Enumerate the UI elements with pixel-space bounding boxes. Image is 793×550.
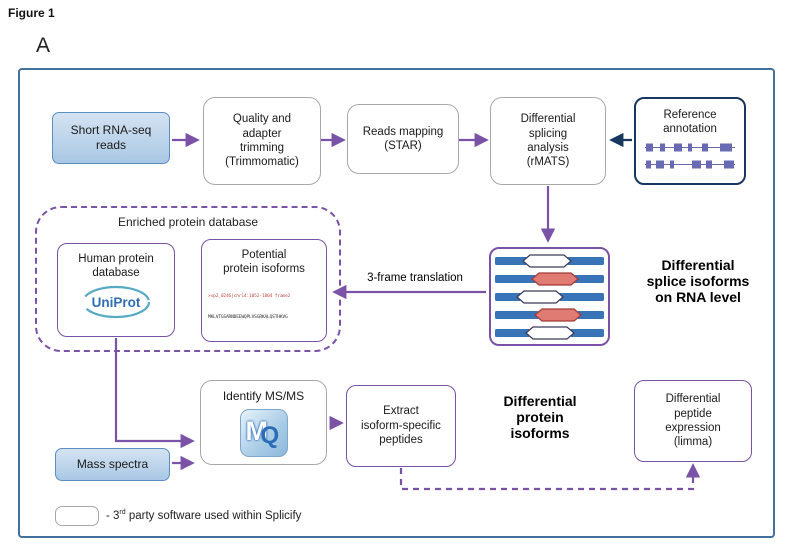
sequence-line: >sp2_0246|chr14:1052-1804 frame2 (208, 294, 291, 300)
node-identify-msms-label: Identify MS/MS (222, 389, 305, 403)
node-reads-mapping-label: Reads mapping (STAR) (362, 125, 444, 152)
legend-text-sup: rd (119, 509, 126, 516)
node-human-protein-database: Human protein database UniProt (57, 243, 175, 337)
splice-isoforms-icon (495, 254, 604, 340)
maxquant-logo-q: Q (260, 422, 280, 449)
isoform-rows (495, 254, 604, 340)
panel-a-label: A (36, 34, 51, 57)
node-mass-spectra-label: Mass spectra (76, 457, 149, 471)
gene-track-icon (645, 160, 735, 169)
node-extract-peptides: Extract isoform-specific peptides (346, 385, 456, 467)
label-three-frame-translation: 3-frame translation (367, 272, 463, 284)
node-differential-splicing: Differential splicing analysis (rMATS) (490, 97, 606, 185)
enriched-protein-database-group: Enriched protein database (35, 206, 341, 352)
node-differential-splicing-label: Differential splicing analysis (rMATS) (520, 113, 576, 169)
figure-label: Figure 1 (8, 6, 55, 20)
legend-text-rest: party software used within Splicify (125, 509, 302, 522)
maxquant-logo-m: M (245, 416, 269, 446)
node-potential-protein-isoforms-label: Potential protein isoforms (223, 249, 305, 276)
legend-text: - 3rd party software used within Splicif… (106, 509, 301, 522)
maxquant-logo-icon: M Q (239, 409, 288, 457)
node-trimming: Quality and adapter trimming (Trimmomati… (203, 97, 321, 185)
node-reads-mapping: Reads mapping (STAR) (347, 104, 459, 174)
uniprot-logo-icon: UniProt (81, 285, 151, 318)
node-potential-protein-isoforms: Potential protein isoforms >sp2_0246|chr… (201, 239, 327, 342)
node-extract-peptides-label: Extract isoform-specific peptides (361, 405, 441, 447)
gene-track-icon (645, 143, 735, 152)
splice-isoforms-illustration (489, 247, 610, 346)
node-trimming-label: Quality and adapter trimming (Trimmomati… (225, 113, 299, 169)
label-differential-protein-isoforms: Differential protein isoforms (503, 393, 577, 441)
node-mass-spectra: Mass spectra (55, 448, 170, 481)
protein-sequence-preview: >sp2_0246|chr14:1052-1804 frame2 MKLVTGS… (208, 280, 320, 320)
node-short-rna-seq-reads: Short RNA-seq reads (52, 112, 170, 164)
uniprot-logo-text: UniProt (92, 295, 141, 310)
node-short-rna-seq-reads-label: Short RNA-seq reads (70, 123, 152, 152)
legend-text-prefix: - 3 (106, 509, 120, 522)
node-limma-label: Differential peptide expression (limma) (665, 393, 721, 449)
node-human-protein-database-label: Human protein database (78, 253, 154, 280)
node-reference-annotation: Reference annotation (634, 97, 746, 185)
node-reference-annotation-label: Reference annotation (663, 109, 717, 136)
enriched-protein-database-label: Enriched protein database (117, 215, 259, 229)
sequence-line: MKLVTGSARNDEEWQPLVSGRKALQSTHKVG (208, 314, 288, 320)
legend-swatch-box (55, 506, 99, 526)
node-limma: Differential peptide expression (limma) (634, 380, 752, 462)
node-identify-msms: Identify MS/MS M Q (200, 380, 327, 465)
gene-track-exons (646, 160, 734, 169)
gene-track-exons (646, 143, 732, 152)
label-differential-splice-isoforms-rna: Differential splice isoforms on RNA leve… (646, 257, 750, 305)
